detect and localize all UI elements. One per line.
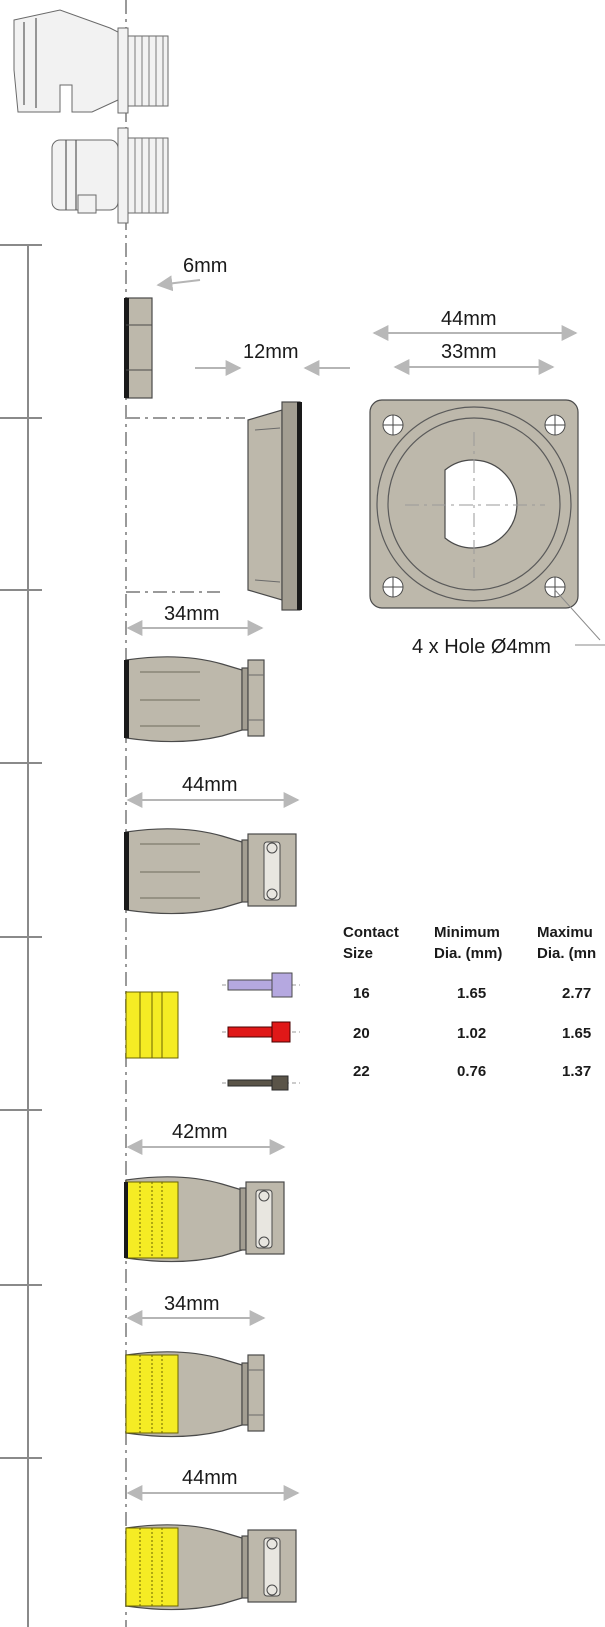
table-header-minimum: Minimum	[434, 924, 500, 941]
plug-a	[124, 656, 265, 743]
yellow-insert	[125, 991, 179, 1059]
left-scale-rail	[0, 244, 42, 1627]
table-cell: 1.37	[562, 1063, 591, 1080]
table-cell: 1.65	[562, 1025, 591, 1042]
plug-d	[125, 1351, 265, 1438]
table-cell: 16	[353, 985, 370, 1002]
plug-a-length-label: 34mm	[164, 603, 220, 625]
contact-table: Contact Size Minimum Dia. (mm) Maximu Di…	[343, 924, 596, 1080]
contact-pin-20	[222, 1021, 300, 1043]
table-cell: 0.76	[457, 1063, 486, 1080]
table-header-max-dia: Dia. (mn	[537, 945, 596, 962]
flange-receptacle-side	[247, 401, 302, 611]
panel-gasket	[124, 297, 153, 399]
contact-pin-16	[222, 972, 300, 998]
flange-front-view	[369, 399, 579, 609]
mounting-hole-tl	[382, 414, 404, 436]
table-cell: 20	[353, 1025, 370, 1042]
hole-spacing-label: 33mm	[441, 341, 497, 363]
plug-e-length-label: 44mm	[182, 1467, 238, 1489]
plug-d-length-label: 34mm	[164, 1293, 220, 1315]
panel-dim-arrow	[156, 275, 201, 292]
contact-pin-22	[222, 1075, 300, 1091]
table-cell: 1.02	[457, 1025, 486, 1042]
plug-b	[124, 828, 297, 915]
table-cell: 22	[353, 1063, 370, 1080]
table-header-size: Size	[343, 945, 373, 962]
receptacle-outline	[51, 127, 169, 224]
holes-label: 4 x Hole Ø4mm	[412, 636, 551, 658]
backshell-outline-top	[13, 9, 169, 114]
panel-thickness-label: 6mm	[183, 255, 227, 277]
holes-leader	[554, 589, 601, 641]
flange-width-label: 44mm	[441, 308, 497, 330]
table-header-contact: Contact	[343, 924, 399, 941]
mounting-hole-br	[544, 576, 566, 598]
plug-c-length-label: 42mm	[172, 1121, 228, 1143]
plug-b-length-label: 44mm	[182, 774, 238, 796]
table-cell: 2.77	[562, 985, 591, 1002]
flange-depth-label: 12mm	[243, 341, 299, 363]
plug-e	[125, 1524, 297, 1611]
table-cell: 1.65	[457, 985, 486, 1002]
table-header-maximum: Maximu	[537, 924, 593, 941]
mounting-hole-tr	[544, 414, 566, 436]
plug-c	[124, 1176, 285, 1263]
table-header-min-dia: Dia. (mm)	[434, 945, 502, 962]
mounting-hole-bl	[382, 576, 404, 598]
